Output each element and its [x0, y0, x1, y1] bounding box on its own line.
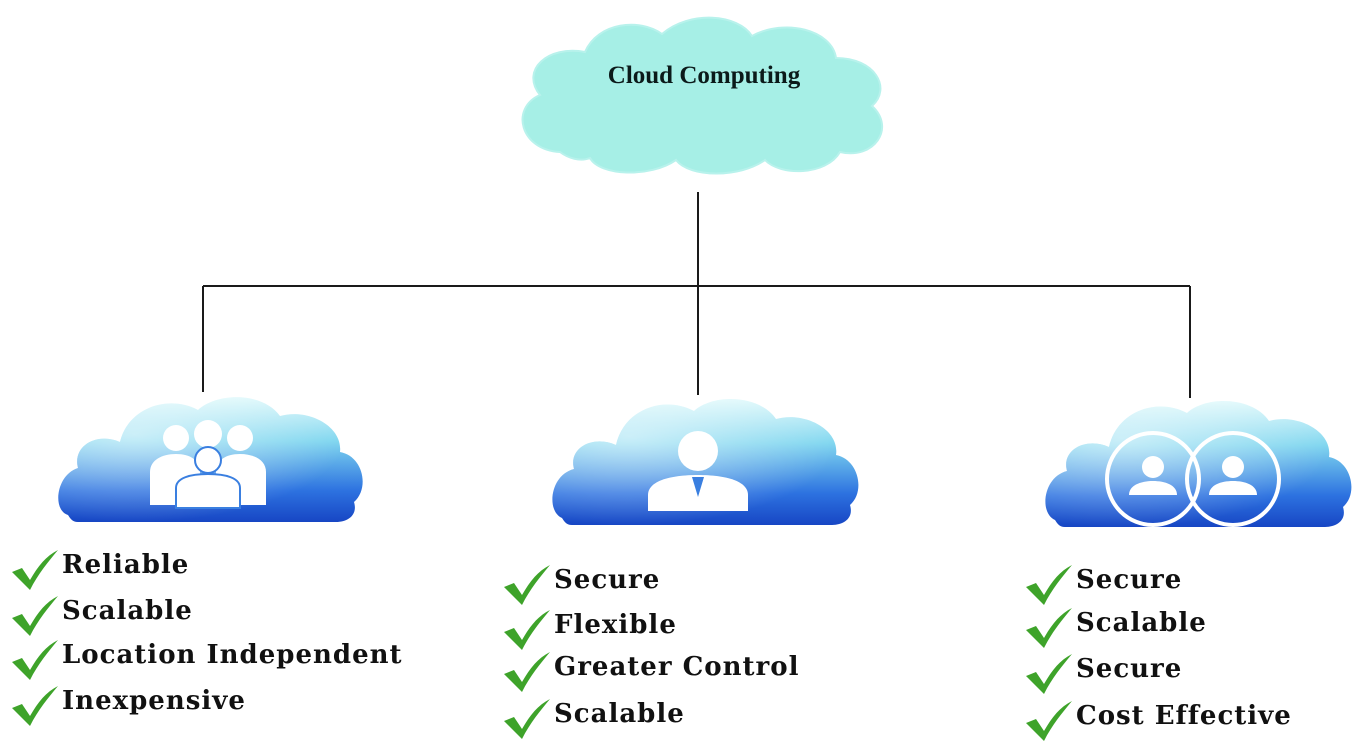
connector-lines: [202, 192, 1191, 398]
feature-label: Location Independent: [62, 640, 403, 670]
checkmark-icon: [1026, 608, 1072, 648]
checkmark-icon: [12, 686, 58, 726]
feature-label: Secure: [1076, 654, 1183, 684]
checkmark-icon: [504, 610, 550, 650]
group-of-users-icon: [150, 420, 266, 509]
checkmark-icon: [1026, 701, 1072, 741]
branch-cloud-center: [552, 399, 859, 525]
checkmark-icon: [12, 640, 58, 680]
feature-label: Secure: [1076, 565, 1183, 595]
feature-label: Cost Effective: [1076, 701, 1292, 731]
feature-label: Secure: [554, 565, 661, 595]
checkmark-icon: [1026, 565, 1072, 605]
checkmark-icon: [12, 596, 58, 636]
feature-label: Flexible: [554, 610, 677, 640]
single-user-icon: [648, 431, 748, 511]
checkmark-icon: [504, 699, 550, 739]
branch-cloud-right: [1045, 401, 1352, 527]
root-cloud-shape: [521, 16, 884, 175]
checkmark-icon: [504, 652, 550, 692]
feature-label: Scalable: [62, 596, 193, 626]
checkmark-icon: [504, 565, 550, 605]
root-cloud: [521, 16, 884, 175]
branch-cloud-left: [58, 397, 363, 522]
root-title: Cloud Computing: [607, 62, 801, 89]
feature-label: Scalable: [554, 699, 685, 729]
checkmark-icon: [1026, 654, 1072, 694]
two-linked-users-icon: [1105, 431, 1281, 527]
checkmark-icon: [12, 550, 58, 590]
feature-label: Greater Control: [554, 652, 800, 682]
feature-label: Inexpensive: [62, 686, 246, 716]
feature-label: Scalable: [1076, 608, 1207, 638]
feature-label: Reliable: [62, 550, 190, 580]
